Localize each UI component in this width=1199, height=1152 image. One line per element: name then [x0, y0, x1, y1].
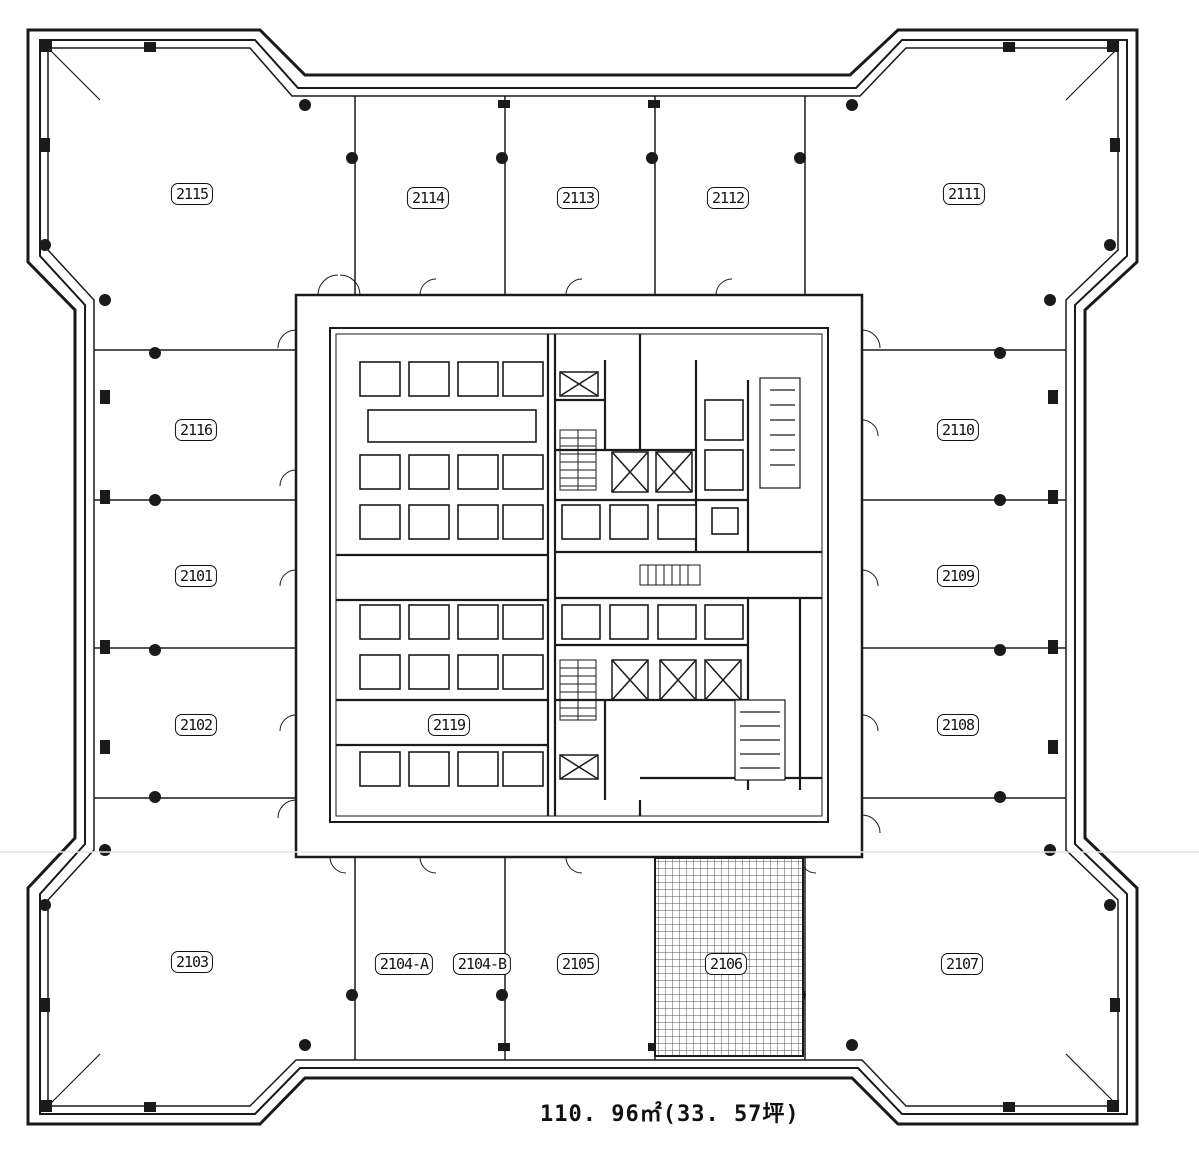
- corner-details: [47, 47, 1119, 1107]
- unit-label-2103: 2103: [170, 951, 214, 973]
- door-swings: [277, 274, 881, 874]
- shafts: [559, 371, 742, 780]
- restroom-fixtures: [734, 377, 801, 781]
- unit-label-2107: 2107: [940, 953, 984, 975]
- core: [294, 293, 864, 859]
- unit-partitions: [94, 96, 1066, 1060]
- unit-label-2115: 2115: [170, 183, 214, 205]
- stairs: [559, 429, 701, 721]
- unit-label-2112: 2112: [706, 187, 750, 209]
- unit-label-2102: 2102: [174, 714, 218, 736]
- unit-label-2113: 2113: [556, 187, 600, 209]
- unit-label-2101: 2101: [174, 565, 218, 587]
- unit-label-2105: 2105: [556, 953, 600, 975]
- elevator-cars: [359, 361, 744, 787]
- square-columns: [40, 40, 1120, 1112]
- unit-label-2111: 2111: [942, 183, 986, 205]
- unit-label-2106: 2106: [704, 953, 748, 975]
- unit-label-2104-a: 2104-A: [374, 953, 434, 975]
- unit-label-2109: 2109: [936, 565, 980, 587]
- unit-label-2108: 2108: [936, 714, 980, 736]
- unit-label-2104-b: 2104-B: [452, 953, 512, 975]
- unit-label-2119: 2119: [427, 714, 471, 736]
- unit-label-2110: 2110: [936, 419, 980, 441]
- area-label: 110. 96㎡(33. 57坪): [540, 1102, 800, 1127]
- unit-label-2114: 2114: [406, 187, 450, 209]
- unit-label-2116: 2116: [174, 419, 218, 441]
- core-walls: [336, 334, 822, 816]
